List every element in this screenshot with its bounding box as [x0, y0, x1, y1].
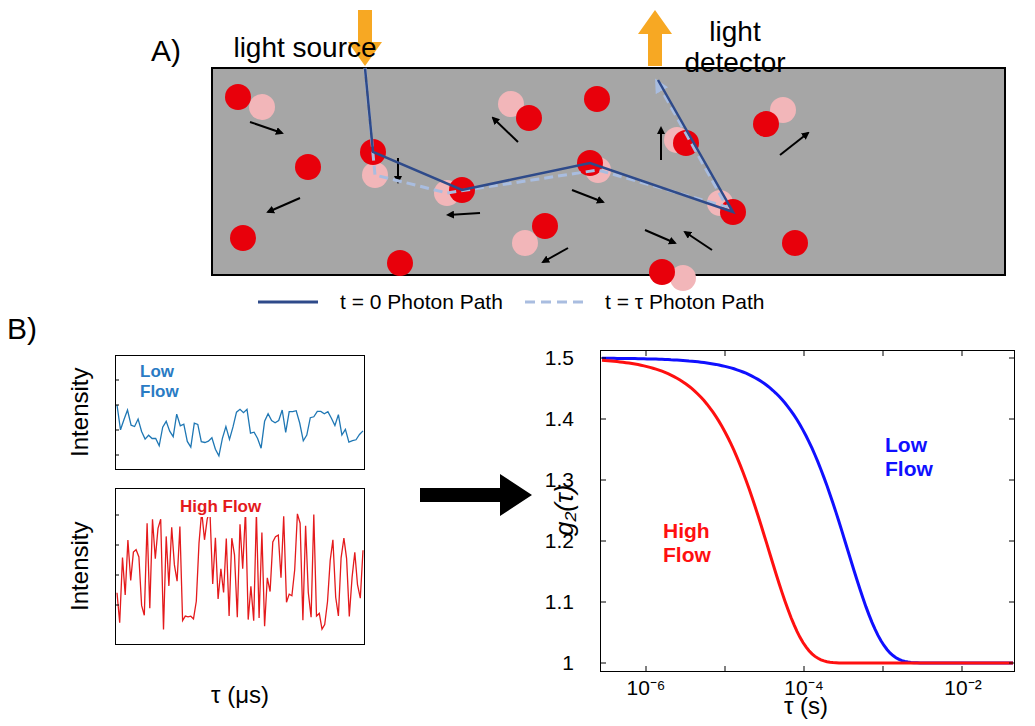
- detector-arrow: [638, 10, 672, 66]
- legend-text: t = 0 Photon Path: [340, 290, 503, 313]
- high-flow-trace: [117, 510, 363, 629]
- curve-label: High Flow: [661, 519, 727, 567]
- transform-arrow: [420, 474, 532, 516]
- tick-label: 1.2: [545, 529, 574, 552]
- tick-label: 1.4: [545, 407, 574, 430]
- motion-arrows: [250, 118, 808, 262]
- particles: [225, 84, 808, 291]
- curve-label: High Flow: [178, 497, 263, 517]
- tick-label: 1.5: [545, 346, 574, 369]
- panel-label: B): [7, 312, 37, 345]
- curve-label: Low Flow: [883, 433, 949, 481]
- legend-line-solid: [258, 301, 318, 304]
- low-flow-trace: [117, 405, 363, 456]
- tick-label: 10⁻²: [944, 676, 981, 699]
- photon-path-tau: [365, 68, 727, 207]
- tissue-medium: [212, 68, 1005, 275]
- axis-label: Intensity: [67, 367, 93, 456]
- correlation-plot-frame: Low FlowHigh Flow: [600, 350, 1015, 672]
- panel-label: light detector: [660, 17, 810, 79]
- trace-plot-frame: Low Flow: [115, 355, 365, 470]
- curve-label: Low Flow: [138, 362, 202, 401]
- legend-line-dashed: [525, 301, 585, 304]
- high-flow-curve: [602, 360, 1013, 663]
- photon-path-zero: [365, 68, 733, 212]
- low-flow-curve: [602, 358, 1013, 663]
- tick-label: 1.3: [545, 468, 574, 491]
- tick-label: 1: [562, 651, 574, 674]
- legend-text: t = τ Photon Path: [605, 290, 765, 313]
- tick-label: 1.1: [545, 590, 574, 613]
- panel-label: A): [151, 34, 181, 67]
- axis-label: g₂(τ): [551, 484, 580, 535]
- tick-label: 10⁻⁴: [784, 676, 823, 699]
- tick-label: 10⁻⁶: [626, 676, 665, 699]
- axis-ticks: [600, 350, 1015, 672]
- panel-label: light source: [230, 33, 380, 64]
- axis-label: Intensity: [67, 521, 93, 610]
- trace-plot-frame: High Flow: [115, 488, 365, 645]
- axis-label: τ (μs): [211, 682, 269, 708]
